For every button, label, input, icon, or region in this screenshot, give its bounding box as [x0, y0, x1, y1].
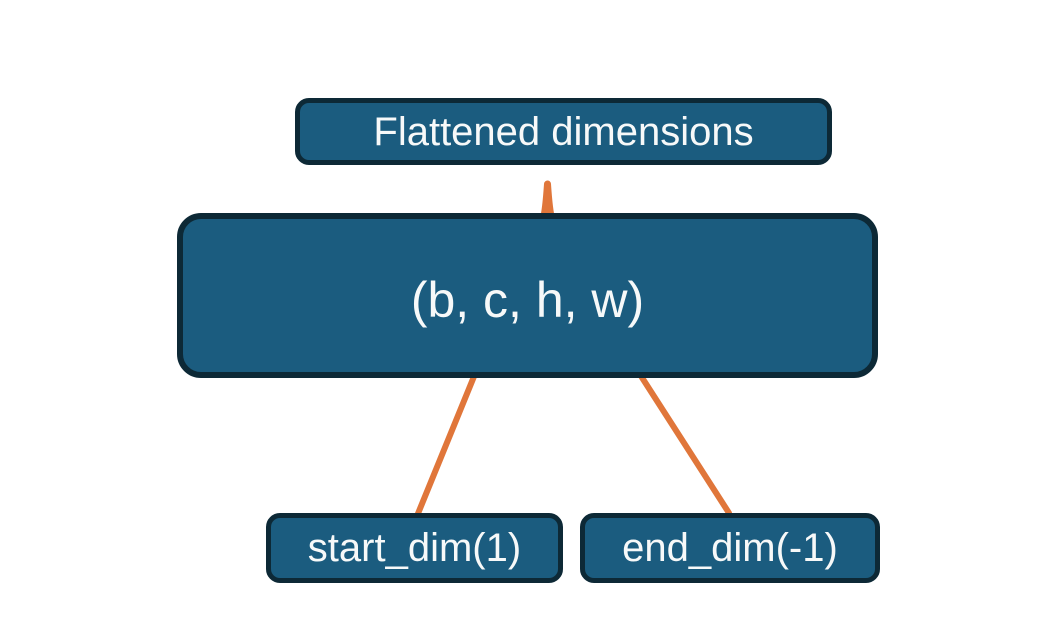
end-dim-label: end_dim(-1) [622, 526, 838, 570]
tensor-shape-box: (b, c, h, w) [177, 213, 878, 378]
flattened-dimensions-label: Flattened dimensions [373, 109, 754, 154]
tensor-shape-label: (b, c, h, w) [410, 271, 645, 328]
flattened-dimensions-box: Flattened dimensions [295, 98, 832, 165]
end-dim-box: end_dim(-1) [580, 513, 880, 583]
start-dim-label: start_dim(1) [307, 526, 522, 570]
start-dim-box: start_dim(1) [266, 513, 563, 583]
